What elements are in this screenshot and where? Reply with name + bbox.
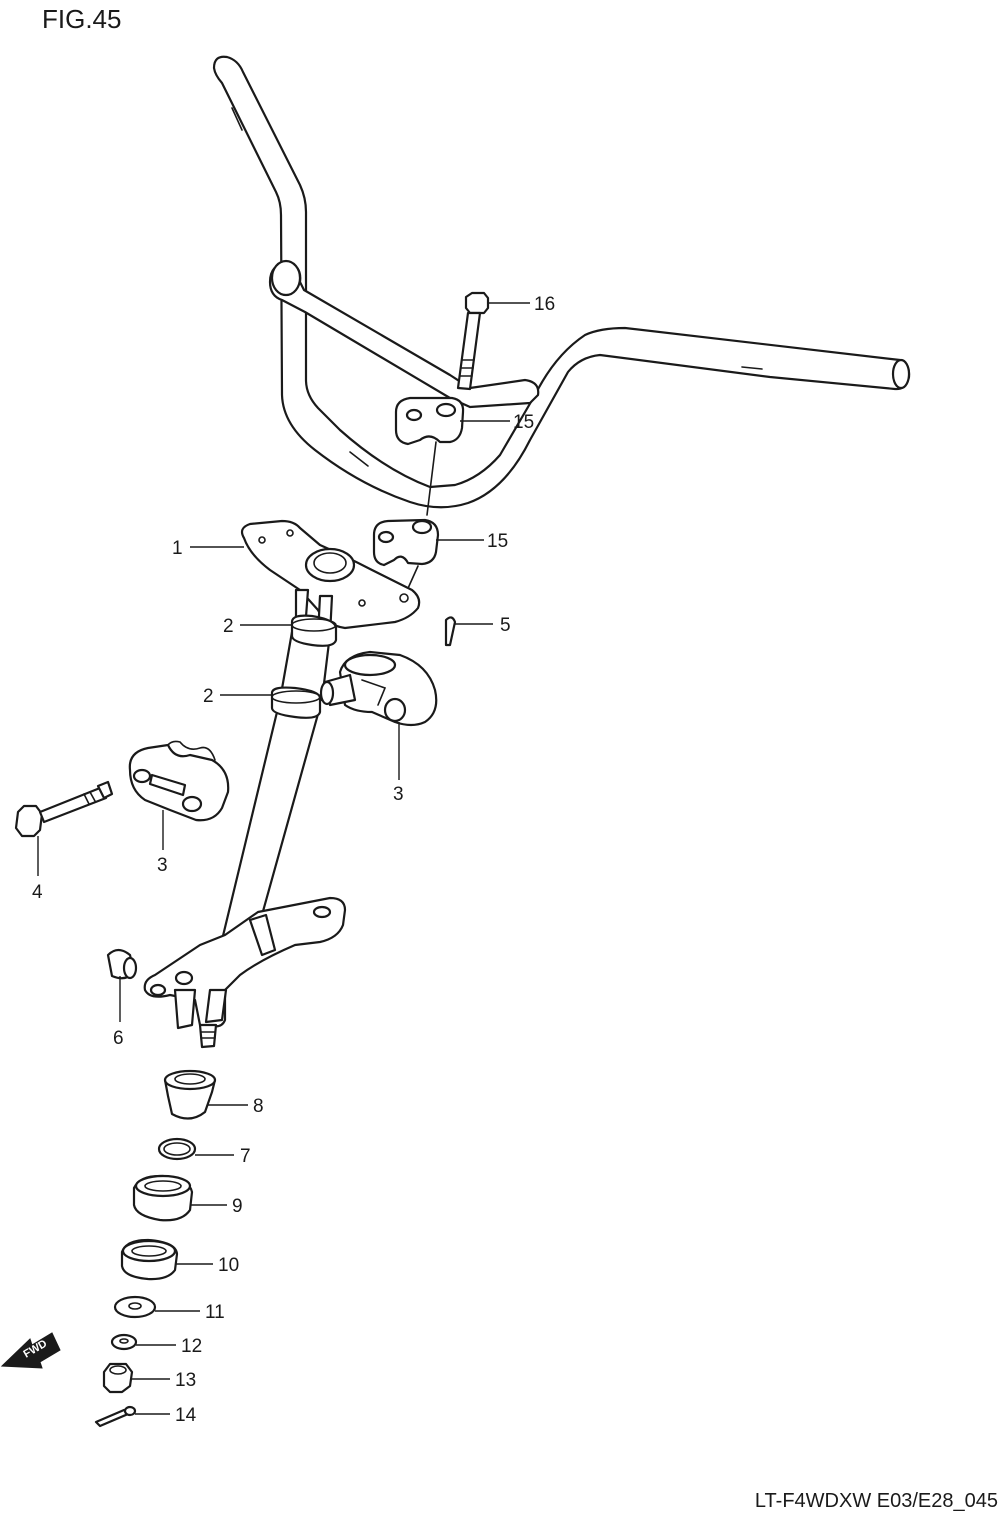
callout-1: 1 xyxy=(172,538,183,559)
part-9-oil-seal xyxy=(132,1174,194,1222)
part-15-lower-handlebar-holder xyxy=(372,518,440,596)
part-4-holder-bolt xyxy=(14,780,114,838)
callout-12: 12 xyxy=(181,1336,202,1357)
part-3-shaft-holder-left xyxy=(128,740,230,822)
part-12-washer xyxy=(110,1333,138,1351)
diagram-reference-code: LT-F4WDXW E03/E28_045 xyxy=(754,1490,998,1512)
callout-15-upper: 15 xyxy=(513,412,534,433)
part-5-cotter-pin xyxy=(444,616,457,647)
steering-arm-bracket xyxy=(143,896,347,1049)
callout-labels: 16 15 15 1 2 5 2 3 3 4 6 8 7 9 10 11 12 … xyxy=(32,294,555,1426)
callout-11: 11 xyxy=(205,1302,225,1323)
callout-15-lower: 15 xyxy=(487,531,508,552)
callout-7: 7 xyxy=(240,1146,251,1167)
callout-2-lower: 2 xyxy=(203,686,214,707)
leader-lines xyxy=(37,302,530,1415)
part-11-washer xyxy=(113,1295,157,1319)
callout-14: 14 xyxy=(175,1405,197,1426)
callout-10: 10 xyxy=(218,1255,239,1276)
fwd-direction-arrow: FWD xyxy=(0,1332,61,1369)
callout-8: 8 xyxy=(253,1096,264,1117)
callout-5: 5 xyxy=(500,615,511,636)
callout-16: 16 xyxy=(534,294,555,315)
callout-13: 13 xyxy=(175,1370,196,1391)
callout-4: 4 xyxy=(32,882,43,903)
part-15-upper-handlebar-holder xyxy=(394,396,465,516)
part-16-clamp-bolt xyxy=(456,291,490,391)
part-1-steering-shaft-upper-plate xyxy=(240,519,421,630)
part-14-cotter-pin xyxy=(94,1405,137,1428)
steering-shaft xyxy=(220,588,338,942)
handlebar xyxy=(212,55,911,509)
part-8-bushing xyxy=(163,1069,217,1120)
callout-3-right: 3 xyxy=(393,784,404,805)
figure-title: FIG.45 xyxy=(42,4,122,34)
callout-2-upper: 2 xyxy=(223,616,234,637)
callout-3-left: 3 xyxy=(157,855,168,876)
part-3-shaft-holder-right xyxy=(319,650,438,727)
part-13-castle-nut xyxy=(102,1362,134,1394)
part-10-bearing xyxy=(120,1238,179,1281)
part-6-bush xyxy=(106,948,138,980)
callout-9: 9 xyxy=(232,1196,243,1217)
part-7-o-ring xyxy=(157,1137,197,1161)
callout-6: 6 xyxy=(113,1028,124,1049)
